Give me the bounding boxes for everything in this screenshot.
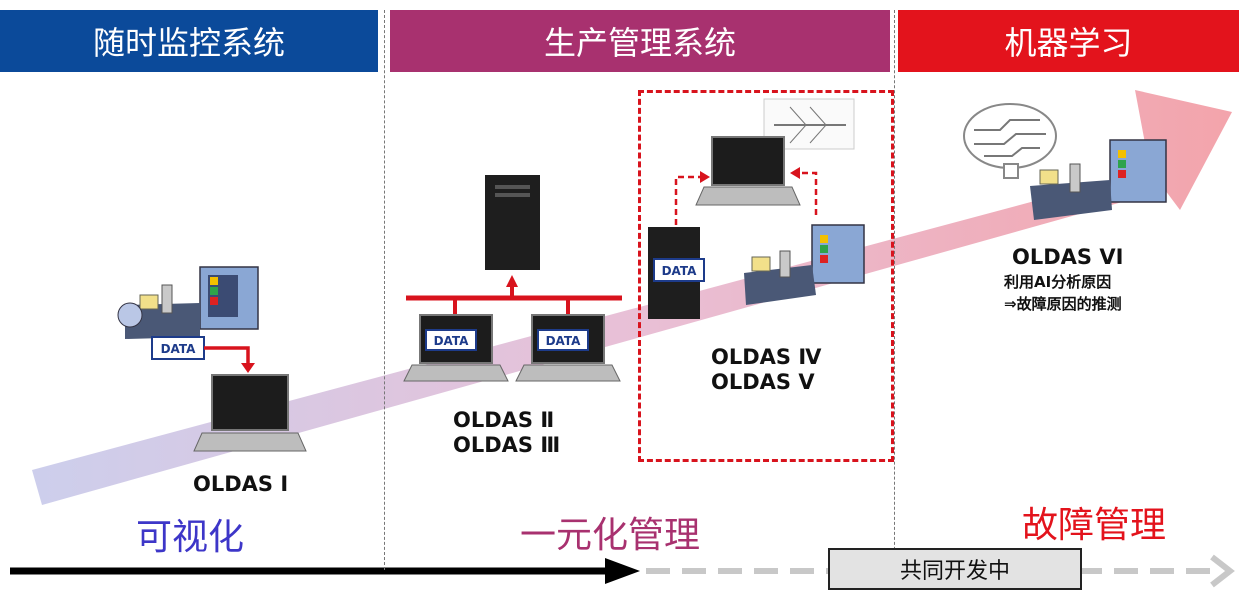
oldas-6-desc-1: 利用AI分析原因 <box>1004 273 1112 291</box>
divider-2 <box>894 10 895 570</box>
data-tag-label: DATA <box>161 342 197 356</box>
label-oldas-3: OLDAS Ⅲ <box>453 433 561 457</box>
stage1-illustration: DATA <box>117 266 307 452</box>
machine-icon <box>744 224 865 305</box>
label-oldas-1: OLDAS Ⅰ <box>193 472 289 496</box>
stage-label-unified: 一元化管理 <box>520 515 701 556</box>
machine-icon <box>117 266 259 339</box>
label-oldas-6: OLDAS VI <box>1012 245 1124 269</box>
stage-label-fault: 故障管理 <box>1022 505 1167 546</box>
timeline-dashed-head <box>1210 554 1235 588</box>
data-tag-label: DATA <box>434 334 470 348</box>
data-tag-label: DATA <box>662 264 698 278</box>
laptop-icon: DATA <box>515 314 621 382</box>
data-flow-left <box>674 175 702 225</box>
data-flow-right <box>798 171 818 215</box>
status-box: 共同开发中 <box>828 548 1082 590</box>
status-label: 共同开发中 <box>899 559 1010 584</box>
stage3-illustration <box>963 103 1167 220</box>
highlight-box-oldas-4-5 <box>638 90 894 462</box>
ai-brain-icon <box>963 103 1057 179</box>
stage2-illustration: DATA DATA <box>403 175 622 382</box>
machine-icon <box>1030 139 1167 220</box>
header-machine-learning: 机器学习 <box>898 10 1239 72</box>
timeline-solid-head <box>605 558 640 584</box>
label-oldas-2: OLDAS Ⅱ <box>453 408 555 432</box>
upload-arrowhead <box>506 275 518 287</box>
laptop-icon <box>193 374 307 452</box>
data-tag-label: DATA <box>546 334 582 348</box>
label-oldas-4: OLDAS Ⅳ <box>711 345 822 369</box>
server-icon: DATA <box>648 227 705 319</box>
data-flow-right-head <box>790 167 800 179</box>
laptop-icon <box>695 136 801 206</box>
stage-label-visualization: 可视化 <box>136 517 245 558</box>
data-flow-left-head <box>700 171 710 183</box>
data-flow-arrow <box>204 346 250 365</box>
laptop-icon: DATA <box>403 314 509 382</box>
oldas-6-desc-2: ⇒故障原因的推测 <box>1004 295 1122 313</box>
header-monitoring: 随时监控系统 <box>0 10 378 72</box>
label-oldas-5: OLDAS Ⅴ <box>711 370 815 394</box>
stage2b-illustration: DATA <box>648 98 865 319</box>
data-flow-arrowhead <box>241 363 255 373</box>
server-icon <box>485 175 540 270</box>
growth-arrow <box>32 90 1232 505</box>
divider-1 <box>384 10 385 570</box>
header-production: 生产管理系统 <box>390 10 890 72</box>
